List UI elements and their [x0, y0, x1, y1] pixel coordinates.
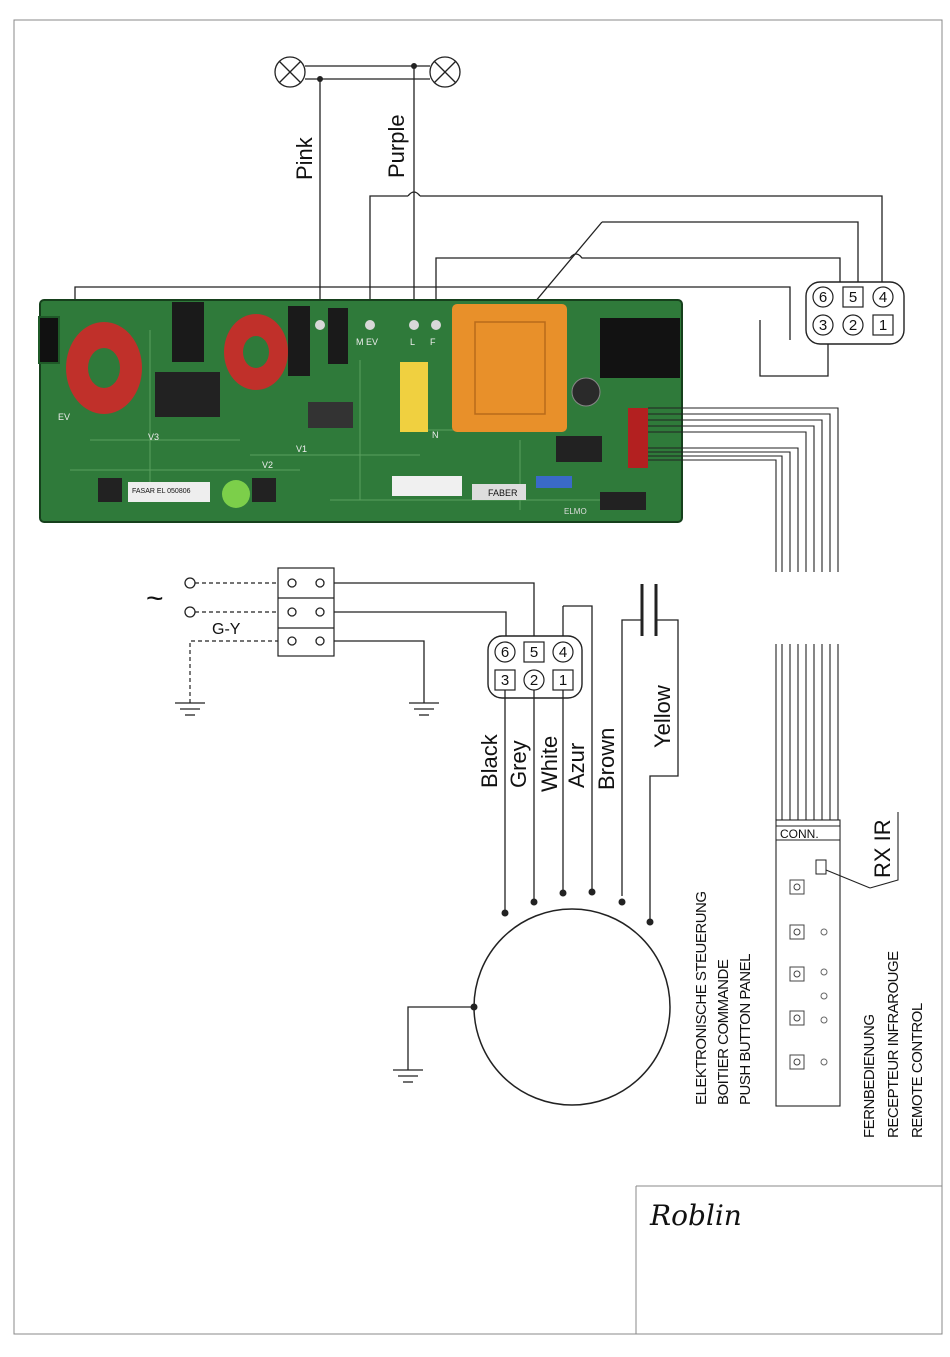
svg-text:V3: V3	[148, 432, 159, 442]
motor-wire-label-grey: Grey	[506, 740, 531, 788]
svg-text:F: F	[430, 337, 436, 347]
connector-motor-pin-4: 4	[553, 642, 573, 662]
svg-text:5: 5	[530, 644, 538, 661]
motor-wire-label-brown: Brown	[594, 728, 619, 790]
lamp-wire-right-label: Purple	[384, 114, 409, 178]
svg-text:EV: EV	[366, 337, 378, 347]
svg-text:4: 4	[559, 644, 567, 661]
connector-motor-pin-2: 2	[524, 670, 544, 690]
svg-text:FABER: FABER	[488, 488, 518, 498]
svg-text:ELEKTRONISCHE STEUERUNG: ELEKTRONISCHE STEUERUNG	[693, 891, 710, 1105]
motor-wire-label-azur: Azur	[564, 743, 589, 788]
svg-text:1: 1	[559, 672, 567, 689]
svg-text:EV: EV	[58, 412, 70, 422]
connector-top-pin-5: 5	[843, 287, 863, 307]
svg-text:3: 3	[819, 317, 827, 334]
svg-text:BOITIER COMMANDE: BOITIER COMMANDE	[715, 959, 732, 1105]
svg-text:PUSH BUTTON PANEL: PUSH BUTTON PANEL	[737, 954, 754, 1105]
page-frame	[14, 20, 942, 1334]
control-board: M EV L F N FASAR EL 050806 FABER	[38, 300, 682, 522]
svg-text:V1: V1	[296, 444, 307, 454]
earth-symbol-motor	[393, 1070, 423, 1082]
earth-wire-label: G-Y	[212, 621, 241, 638]
push-panel-caption: ELEKTRONISCHE STEUERUNG BOITIER COMMANDE…	[693, 891, 754, 1105]
transformer	[452, 304, 567, 432]
remote-caption: FERNBEDIENUNG RECEPTEUR INFRAROUGE REMOT…	[861, 951, 926, 1138]
title-block: Roblin	[636, 1186, 942, 1334]
film-capacitor	[400, 362, 428, 432]
status-led	[222, 480, 250, 508]
svg-text:REMOTE CONTROL: REMOTE CONTROL	[909, 1003, 926, 1138]
motor-wire-label-black: Black	[477, 733, 502, 788]
svg-text:2: 2	[849, 317, 857, 334]
svg-text:N: N	[432, 430, 439, 440]
earth-symbol-right	[409, 703, 439, 715]
connector-top-pin-6: 6	[813, 287, 833, 307]
svg-text:ELMO: ELMO	[564, 507, 587, 516]
svg-text:FASAR EL 050806: FASAR EL 050806	[132, 488, 191, 495]
lamp-wire-left-label: Pink	[292, 136, 317, 180]
connector-motor-pin-3: 3	[495, 670, 515, 690]
connector-motor: 6 5 4 3 2 1	[488, 636, 582, 698]
connector-motor-pin-5: 5	[524, 642, 544, 662]
ac-symbol: ~	[146, 582, 164, 615]
rx-ir-label: RX IR	[870, 819, 895, 878]
connector-top-pin-3: 3	[813, 315, 833, 335]
toroid-coil-right	[224, 314, 288, 390]
connector-top-pin-2: 2	[843, 315, 863, 335]
svg-text:L: L	[410, 337, 415, 347]
connector-top-pin-4: 4	[873, 287, 893, 307]
svg-text:FERNBEDIENUNG: FERNBEDIENUNG	[861, 1014, 878, 1138]
svg-text:V2: V2	[262, 460, 273, 470]
svg-text:6: 6	[819, 289, 827, 306]
connector-top-pin-1: 1	[873, 315, 893, 335]
motor	[471, 889, 671, 1106]
svg-text:2: 2	[530, 672, 538, 689]
svg-text:M: M	[356, 337, 364, 347]
connector-top: 6 5 4 3 2 1	[806, 282, 904, 344]
lamp-left	[275, 57, 305, 87]
svg-text:6: 6	[501, 644, 509, 661]
svg-text:RECEPTEUR INFRAROUGE: RECEPTEUR INFRAROUGE	[885, 951, 902, 1138]
brand-logo: Roblin	[649, 1199, 742, 1232]
motor-wire-label-white: White	[537, 736, 562, 792]
earth-symbol-left	[175, 703, 205, 715]
motor-capacitor	[622, 584, 678, 922]
connector-motor-pin-1: 1	[553, 670, 573, 690]
connector-motor-pin-6: 6	[495, 642, 515, 662]
svg-text:4: 4	[879, 289, 887, 306]
mains-terminal	[278, 568, 334, 656]
conn-label: CONN.	[780, 827, 819, 841]
svg-text:3: 3	[501, 672, 509, 689]
svg-text:1: 1	[879, 317, 887, 334]
toroid-coil-left	[66, 322, 142, 414]
motor-wire-label-yellow: Yellow	[650, 685, 675, 748]
lamp-right	[430, 57, 460, 87]
svg-text:5: 5	[849, 289, 857, 306]
